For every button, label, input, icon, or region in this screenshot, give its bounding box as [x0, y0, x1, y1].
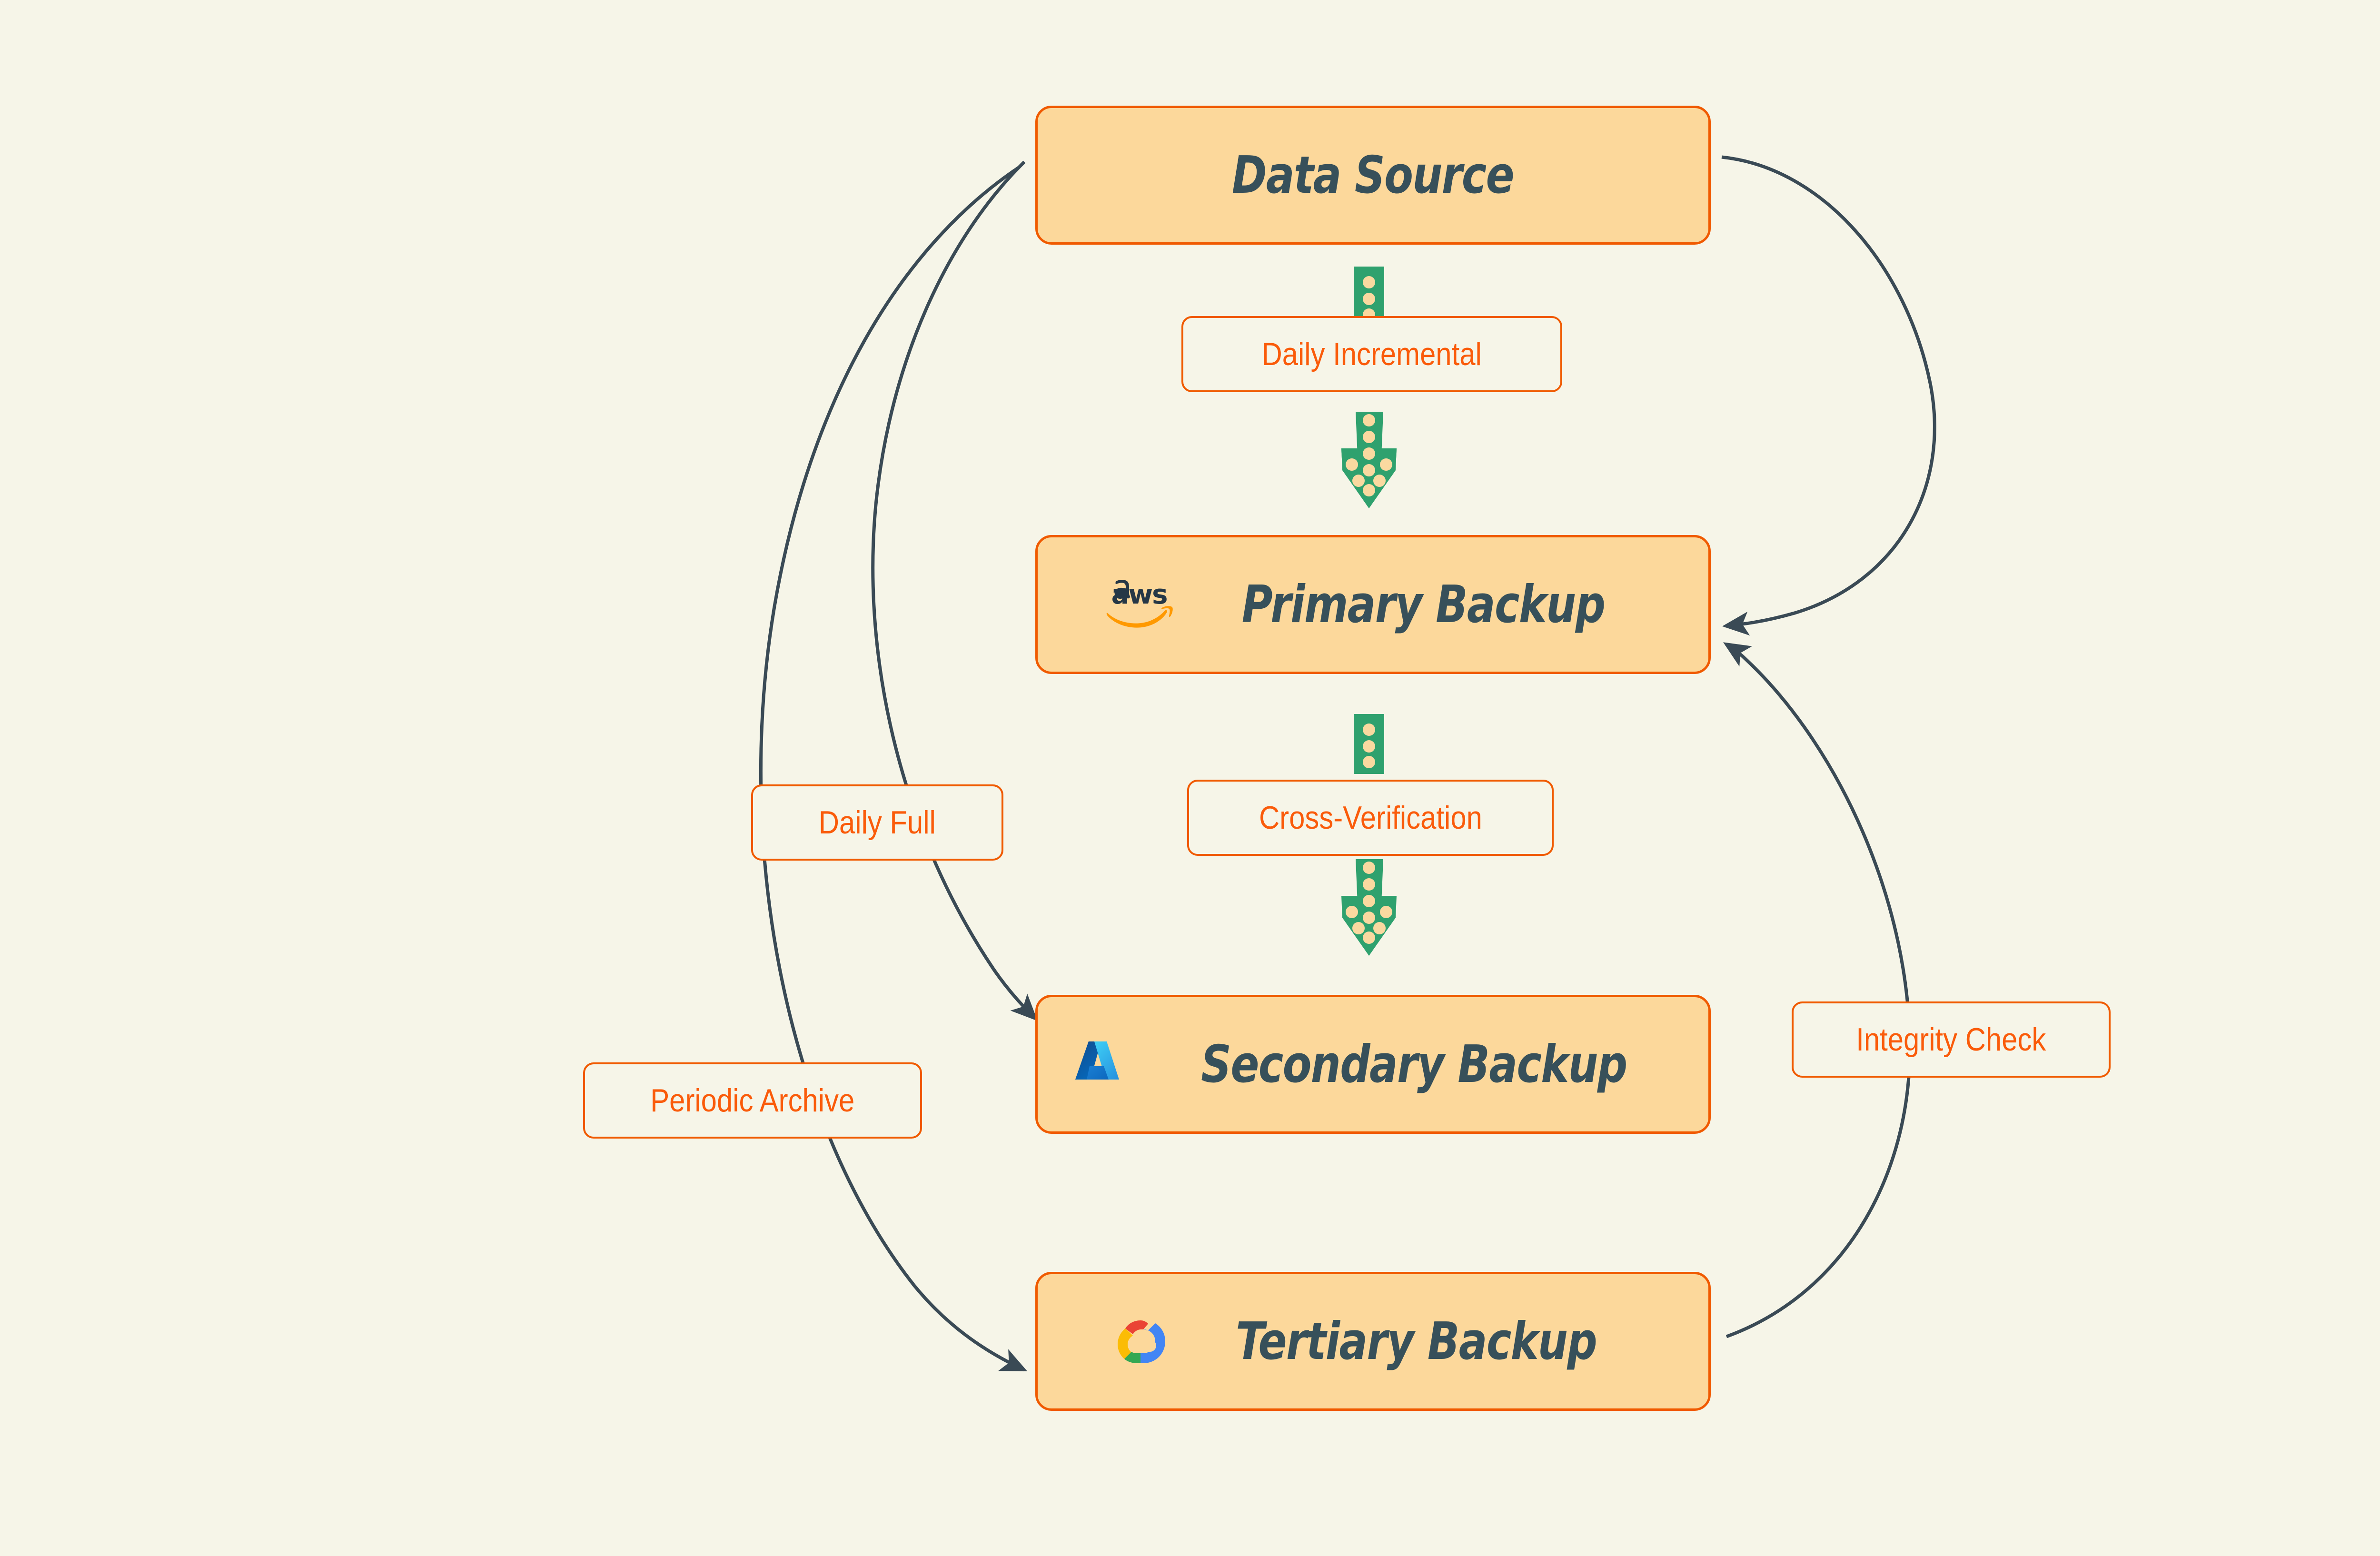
edge-label-daily-full[interactable]: Daily Full [751, 784, 1003, 861]
curve-source-to-primary [1721, 155, 1936, 636]
node-secondary-backup-label: Secondary Backup [1201, 1034, 1627, 1094]
node-data-source[interactable]: Data Source [1035, 106, 1711, 245]
aws-logo: aws [1107, 579, 1173, 628]
curve-source-to-secondary [871, 160, 1038, 1021]
edge-label-cross-verification[interactable]: Cross-Verification [1187, 780, 1554, 856]
edge-label-daily-incremental[interactable]: Daily Incremental [1181, 316, 1562, 392]
azure-logo [1075, 1041, 1120, 1080]
node-primary-backup-label: Primary Backup [1242, 575, 1606, 634]
node-data-source-label: Data Source [1232, 145, 1515, 205]
curve-tertiary-to-primary [1723, 642, 1912, 1338]
google-cloud-logo [1118, 1320, 1166, 1363]
curve-source-to-tertiary [759, 166, 1028, 1372]
edge-label-integrity-check[interactable]: Integrity Check [1792, 1001, 2111, 1078]
node-tertiary-backup[interactable]: Tertiary Backup [1035, 1272, 1711, 1411]
node-tertiary-backup-label: Tertiary Backup [1236, 1311, 1598, 1371]
edge-label-periodic-archive-text: Periodic Archive [650, 1082, 855, 1119]
node-primary-backup[interactable]: aws Primary Backup [1035, 535, 1711, 674]
edge-label-cross-verification-text: Cross-Verification [1259, 800, 1482, 836]
edge-label-periodic-archive[interactable]: Periodic Archive [583, 1062, 922, 1139]
edge-label-integrity-check-text: Integrity Check [1856, 1021, 2046, 1058]
dotted-arrow-daily-incremental [1341, 267, 1397, 508]
dotted-arrow-cross-verification [1341, 714, 1397, 956]
edge-label-daily-full-text: Daily Full [818, 804, 936, 841]
edge-label-daily-incremental-text: Daily Incremental [1261, 336, 1482, 372]
node-secondary-backup[interactable]: Secondary Backup [1035, 995, 1711, 1134]
svg-text:aws: aws [1111, 579, 1167, 610]
